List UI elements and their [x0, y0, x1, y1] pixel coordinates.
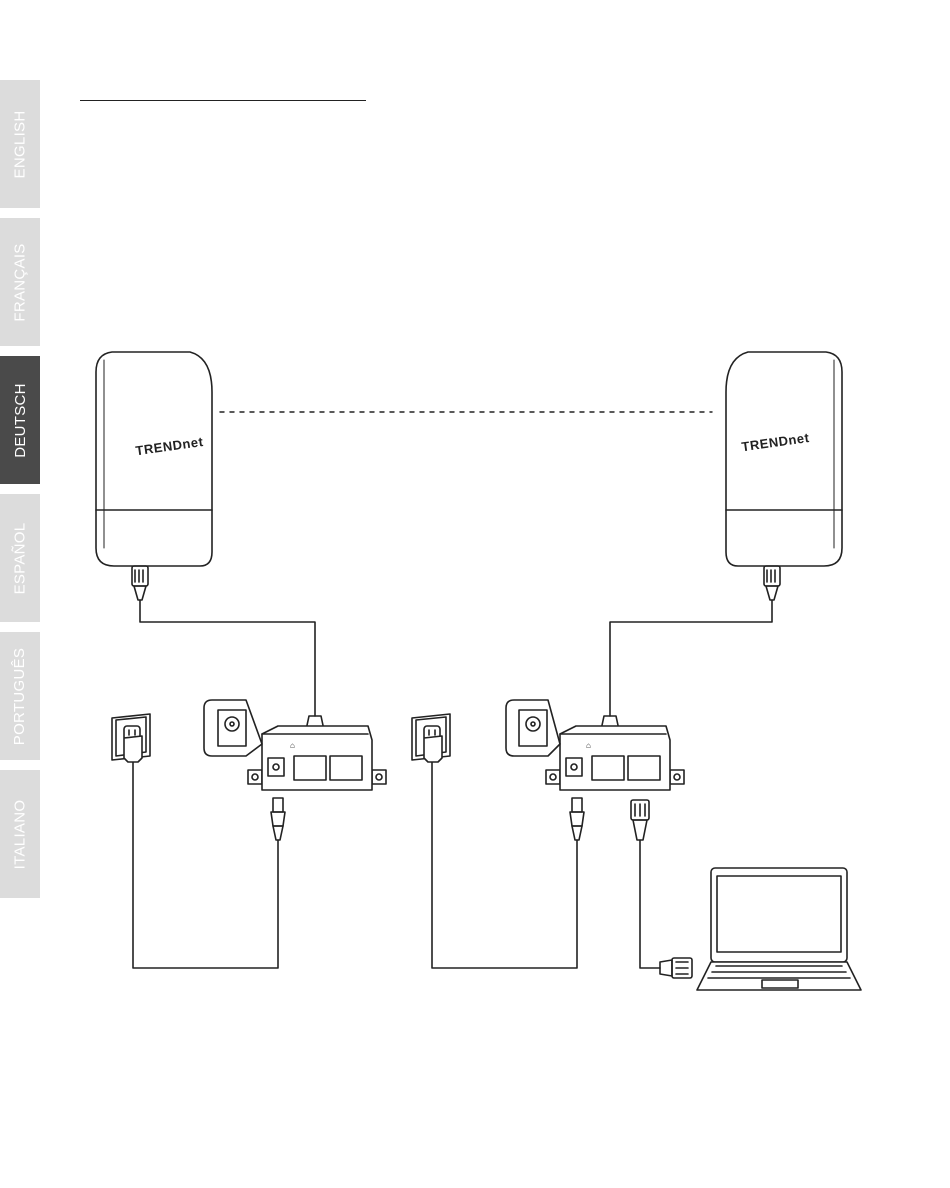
dc-jack-callout — [204, 700, 262, 756]
brand-logo-text: TRENDnet — [741, 430, 811, 454]
ethernet-cable — [640, 840, 660, 968]
ethernet-plug-icon — [660, 958, 692, 978]
ethernet-cable — [140, 600, 315, 716]
power-cable — [432, 762, 577, 968]
power-outlet-icon — [412, 714, 450, 762]
poe-injector-icon: ⌂ — [248, 726, 386, 790]
power-outlet-icon — [112, 714, 150, 762]
power-adapter-icon — [570, 798, 584, 840]
power-cable — [133, 762, 278, 968]
ethernet-cable — [610, 600, 772, 716]
brand-logo-text: TRENDnet — [135, 434, 205, 458]
ethernet-plug-icon — [631, 800, 649, 840]
access-point-icon: TRENDnet — [726, 352, 842, 566]
ethernet-plug-icon — [132, 566, 148, 600]
dc-jack-callout — [506, 700, 560, 756]
svg-text:⌂: ⌂ — [586, 741, 591, 750]
power-adapter-icon — [271, 798, 285, 840]
svg-text:⌂: ⌂ — [290, 741, 295, 750]
access-point-icon: TRENDnet — [96, 352, 212, 566]
ethernet-plug-icon — [764, 566, 780, 600]
poe-injector-icon: ⌂ — [546, 726, 684, 790]
laptop-icon — [697, 868, 861, 990]
